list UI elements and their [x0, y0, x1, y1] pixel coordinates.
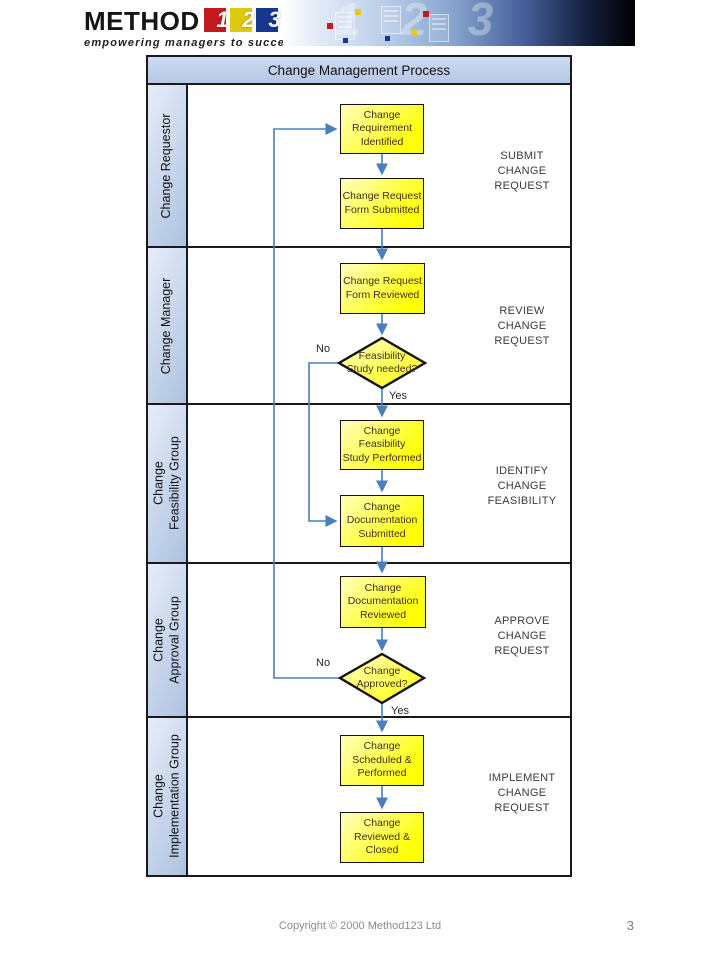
edge-label-no-approved: No: [316, 657, 331, 669]
lane-label-change-approval-group: Change Approval Group: [148, 563, 188, 716]
brand-name: METHOD: [84, 6, 200, 36]
lane-change-implementation-group: Change Implementation Group: [148, 715, 570, 875]
flow-connectors: [273, 123, 428, 810]
banner-doc-icon: [381, 6, 401, 34]
method123-logo: METHOD 1 2 3 empowering managers to succ…: [84, 6, 301, 49]
lane-change-requestor: Change Requestor: [148, 85, 570, 247]
phase-submit-change-request: SUBMIT CHANGE REQUEST: [494, 150, 550, 192]
logo-digit-3: 3: [268, 7, 281, 32]
logo-digit-1: 1: [216, 7, 229, 32]
lane-label-change-feasibility-group: Change Feasibility Group: [148, 405, 188, 562]
logo-digit-2-square: 2: [229, 7, 255, 32]
phase-implement-change-request: IMPLEMENT CHANGE REQUEST: [488, 772, 556, 814]
phase-identify-change-feasibility: IDENTIFY CHANGE FEASIBILITY: [487, 465, 557, 507]
banner-ghost-digits: 1 2 3: [335, 0, 508, 45]
change-management-flowchart: Change Management Process Change Request…: [146, 55, 572, 877]
page-number: 3: [626, 918, 634, 933]
decision-change-approved: [337, 652, 427, 705]
chart-title: Change Management Process: [148, 57, 570, 85]
logo-digit-1-square: 1: [203, 7, 229, 32]
lane-label-change-manager: Change Manager: [148, 248, 188, 404]
node-change-scheduled-performed: Change Scheduled & Performed: [340, 735, 424, 786]
node-change-requirement-identified: Change Requirement Identified: [340, 104, 424, 154]
logo-tagline: empowering managers to succeed: [84, 37, 301, 49]
phase-approve-change-request: APPROVE CHANGE REQUEST: [494, 615, 550, 657]
arrow-approved-no-to-requirement-identified: [273, 123, 340, 679]
banner-yellow-dot: [355, 9, 361, 15]
logo-digit-3-square: 3: [255, 7, 281, 32]
edge-label-yes-approved: Yes: [391, 705, 409, 717]
decision-feasibility-study-needed: [336, 336, 428, 390]
node-feasibility-study-needed-label: Feasibility Study needed?: [346, 350, 418, 375]
header-banner-image: 1 2 3: [283, 0, 635, 46]
node-change-reviewed-closed: Change Reviewed & Closed: [340, 812, 424, 863]
lane-label-change-implementation-group: Change Implementation Group: [148, 717, 188, 875]
node-change-approved-label: Change Approved?: [356, 665, 408, 690]
banner-doc-icon: [429, 14, 449, 42]
node-change-documentation-submitted: Change Documentation Submitted: [340, 495, 424, 547]
node-change-request-form-reviewed: Change Request Form Reviewed: [340, 263, 425, 314]
banner-navy-dot: [343, 38, 348, 43]
lane-change-feasibility-group: Change Feasibility Group: [148, 403, 570, 562]
phase-review-change-request: REVIEW CHANGE REQUEST: [494, 305, 550, 347]
logo-digit-2: 2: [242, 7, 255, 32]
banner-red-dot: [327, 23, 333, 29]
edge-label-no-feasibility: No: [316, 343, 331, 355]
swimlanes: Change Requestor Change Manager Change F…: [148, 85, 570, 875]
node-change-documentation-reviewed: Change Documentation Reviewed: [340, 576, 426, 628]
banner-red-dot: [423, 11, 429, 17]
arrow-feasibility-no-to-documentation-submitted: [308, 362, 339, 527]
lane-label-change-requestor: Change Requestor: [148, 85, 188, 247]
banner-doc-icon: [335, 12, 355, 40]
flow-overlay: Change Requirement Identified Change Req…: [148, 57, 570, 875]
banner-navy-dot: [385, 36, 390, 41]
lane-change-approval-group: Change Approval Group: [148, 561, 570, 716]
node-change-feasibility-study-performed: Change Feasibility Study Performed: [340, 420, 424, 470]
node-change-request-form-submitted: Change Request Form Submitted: [340, 178, 424, 229]
lane-change-manager: Change Manager: [148, 246, 570, 404]
edge-label-yes-feasibility: Yes: [389, 390, 407, 402]
banner-yellow-dot: [411, 30, 417, 36]
copyright-text: Copyright © 2000 Method123 Ltd: [278, 920, 442, 932]
